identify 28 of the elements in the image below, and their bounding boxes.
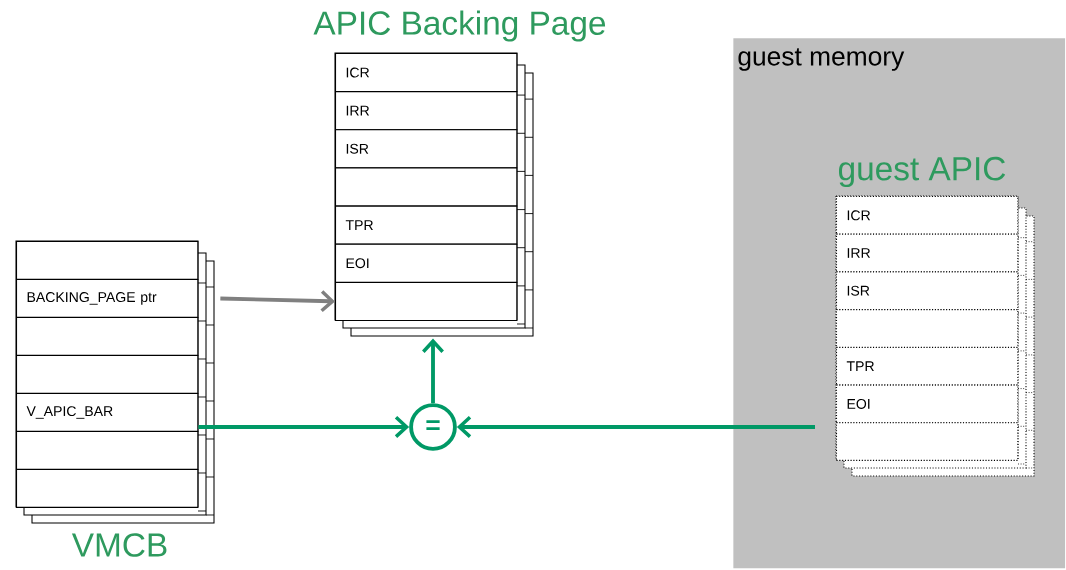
register-cell xyxy=(836,309,1019,348)
arrow xyxy=(198,416,410,438)
register-cell: IRR xyxy=(335,91,518,131)
register-cell: IRR xyxy=(836,233,1019,273)
register-cell xyxy=(836,422,1019,461)
register-cell: ISR xyxy=(335,129,518,169)
register-cell xyxy=(16,469,199,508)
register-cell: BACKING_PAGE ptr xyxy=(16,279,199,318)
register-cell: ISR xyxy=(836,271,1019,310)
node-label: guest APIC xyxy=(838,156,1006,188)
register-cell: EOI xyxy=(335,243,518,283)
arrow xyxy=(456,416,815,438)
register-cell: V_APIC_BAR xyxy=(16,393,199,432)
register-cell: TPR xyxy=(335,205,518,245)
node-label: APIC Backing Page xyxy=(313,10,606,42)
register-cell xyxy=(16,317,199,356)
node-label: VMCB xyxy=(71,533,167,557)
register-cell xyxy=(16,355,199,394)
register-cell xyxy=(335,281,518,321)
arrow xyxy=(220,290,335,313)
arrow xyxy=(422,338,444,404)
register-cell xyxy=(16,241,199,280)
register-cell: ICR xyxy=(836,196,1019,235)
register-cell: TPR xyxy=(836,346,1019,386)
register-cell: ICR xyxy=(335,53,518,93)
register-cell xyxy=(16,431,199,470)
register-cell: EOI xyxy=(836,384,1019,424)
register-cell xyxy=(335,167,518,207)
